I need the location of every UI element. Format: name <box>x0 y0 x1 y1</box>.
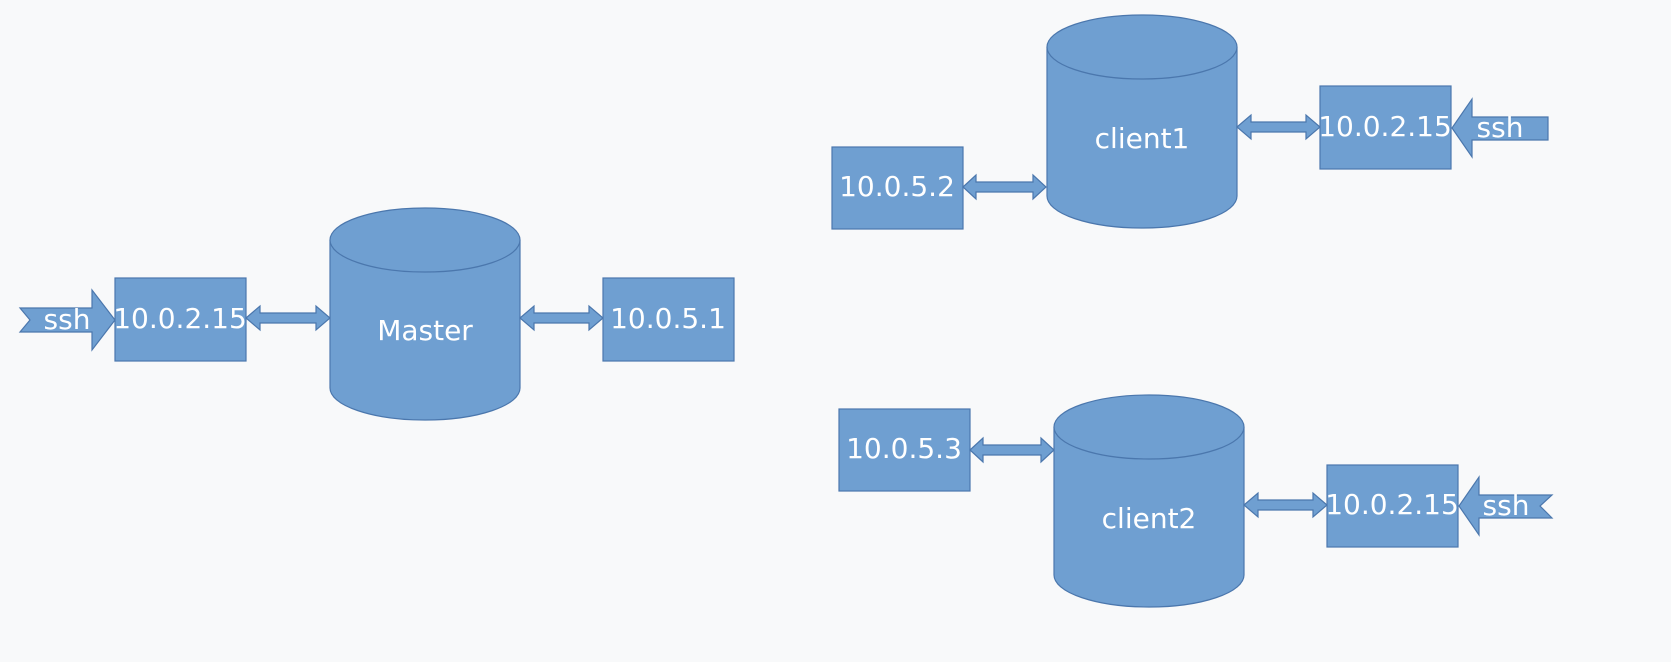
client2-right-ip: 10.0.2.15 <box>1325 488 1459 521</box>
master-right-link-arrow <box>519 304 604 332</box>
master-group: ssh 10.0.2.15 Master 10.0.5.1 <box>18 207 735 421</box>
master-label: Master <box>377 314 473 347</box>
client2-left-link-arrow <box>969 436 1055 464</box>
master-left-link-arrow <box>245 304 331 332</box>
client2-ssh-arrow: ssh <box>1458 475 1554 537</box>
client1-left-ip: 10.0.5.2 <box>839 170 955 203</box>
master-right-ip-box: 10.0.5.1 <box>602 277 735 362</box>
client1-ssh-arrow: ssh <box>1451 97 1549 159</box>
client2-group: 10.0.5.3 client2 10.0.2.15 ssh <box>838 394 1554 608</box>
client2-right-link-arrow <box>1243 491 1328 519</box>
client1-right-ip: 10.0.2.15 <box>1318 110 1452 143</box>
client1-left-ip-box: 10.0.5.2 <box>831 146 964 230</box>
client1-ssh-label: ssh <box>1477 111 1524 144</box>
client1-left-link-arrow <box>962 173 1047 201</box>
client2-left-ip: 10.0.5.3 <box>846 432 962 465</box>
client2-ssh-label: ssh <box>1483 489 1530 522</box>
client1-label: client1 <box>1095 122 1190 155</box>
client1-right-ip-box: 10.0.2.15 <box>1318 85 1452 170</box>
master-node: Master <box>329 207 521 421</box>
master-ssh-arrow: ssh <box>18 288 116 352</box>
master-left-ip: 10.0.2.15 <box>113 302 247 335</box>
master-left-ip-box: 10.0.2.15 <box>113 277 247 362</box>
client2-left-ip-box: 10.0.5.3 <box>838 408 971 492</box>
client2-label: client2 <box>1102 502 1197 535</box>
client1-node: client1 <box>1046 14 1238 229</box>
client2-right-ip-box: 10.0.2.15 <box>1325 464 1459 548</box>
master-right-ip: 10.0.5.1 <box>610 302 726 335</box>
client2-node: client2 <box>1053 394 1245 608</box>
client1-group: 10.0.5.2 client1 10.0.2.15 ssh <box>831 14 1549 230</box>
client1-right-link-arrow <box>1236 113 1321 141</box>
master-ssh-label: ssh <box>44 303 91 336</box>
